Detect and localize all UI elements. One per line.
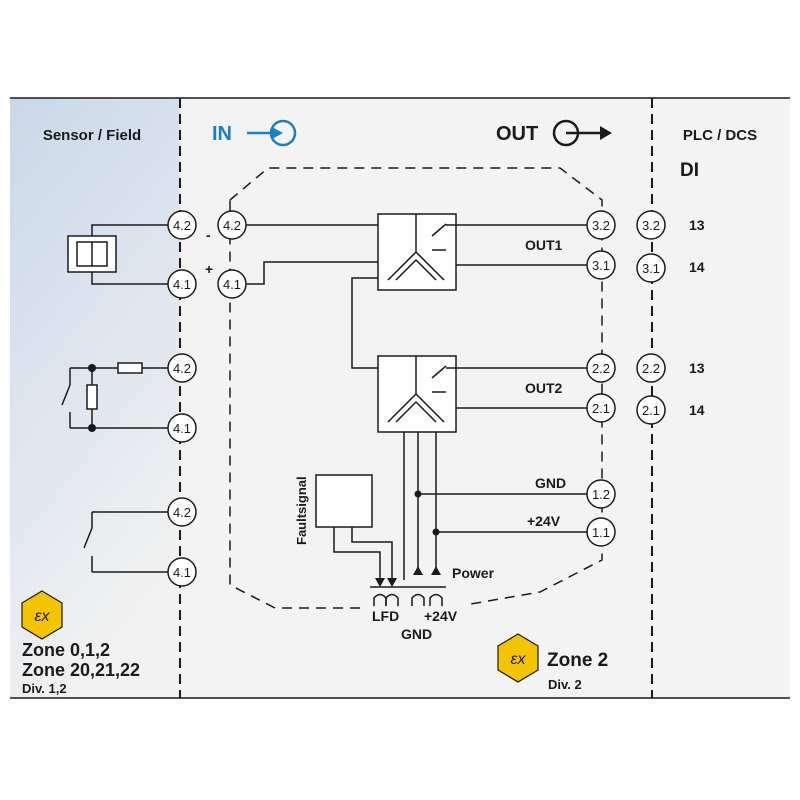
fault-wire-1 [333, 527, 381, 578]
svg-text:3.2: 3.2 [642, 218, 660, 233]
input-wire-plus [246, 261, 378, 285]
svg-text:2.1: 2.1 [592, 401, 610, 416]
plc-di-label: DI [680, 160, 699, 181]
plc-terminal[interactable]: 2.2 [636, 353, 666, 383]
svg-text:4.2: 4.2 [223, 218, 241, 233]
junction-dot [88, 364, 96, 372]
field-header: Sensor / Field [43, 127, 141, 144]
svg-text:4.1: 4.1 [223, 277, 241, 292]
svg-text:2.2: 2.2 [592, 361, 610, 376]
svg-text:3.1: 3.1 [642, 261, 660, 276]
svg-text:4.2: 4.2 [173, 218, 191, 233]
field-terminal[interactable]: 4.2 [167, 497, 197, 527]
out1-terminal[interactable]: 3.2 [586, 210, 616, 240]
svg-text:4.2: 4.2 [173, 505, 191, 520]
bus-gnd-label: GND [401, 626, 432, 642]
field-terminal[interactable]: 4.2 [167, 210, 197, 240]
arrow-up-icon [431, 566, 441, 575]
arrow-up-icon [413, 566, 423, 575]
plc-terminal[interactable]: 3.1 [636, 253, 666, 283]
out2-terminal[interactable]: 2.2 [586, 353, 616, 383]
relay-amplifier-block-2 [377, 355, 457, 433]
out-label: OUT [496, 123, 538, 145]
field-terminal[interactable]: 4.1 [167, 269, 197, 299]
faultsignal-box [315, 474, 373, 528]
gnd-label: GND [535, 475, 566, 491]
lfd-label: LFD [372, 608, 399, 624]
out1-label: OUT1 [525, 237, 563, 253]
input-minus-sign: - [206, 227, 211, 243]
ex-hazard-icon: εx [497, 633, 539, 683]
in-label: IN [212, 123, 232, 145]
svg-text:4.2: 4.2 [173, 361, 191, 376]
simple-contact-circuit [83, 511, 168, 573]
field-zone-line2: Zone 20,21,22 [22, 660, 140, 680]
input-plus-sign: + [205, 261, 213, 277]
v24-label: +24V [527, 513, 561, 529]
junction-dot [88, 424, 96, 432]
v24-terminal[interactable]: 1.1 [586, 517, 616, 547]
relay-amplifier-block-1 [377, 213, 457, 291]
proximity-sensor-icon [67, 235, 117, 273]
module-housing-outline [229, 167, 603, 609]
field-div-label: Div. 1,2 [22, 681, 67, 696]
svg-text:4.1: 4.1 [173, 277, 191, 292]
svg-text:2.2: 2.2 [642, 361, 660, 376]
plc-terminal[interactable]: 3.2 [636, 210, 666, 240]
field-terminal[interactable]: 4.1 [167, 557, 197, 587]
fault-wire-2 [351, 527, 393, 578]
arrow-down-icon [375, 578, 385, 587]
ex-hazard-icon: εx [21, 590, 63, 640]
out2-terminal[interactable]: 2.1 [586, 393, 616, 423]
svg-text:εx: εx [34, 608, 50, 625]
module-zone-label: Zone 2 [547, 650, 608, 671]
svg-text:1.1: 1.1 [592, 525, 610, 540]
plc-header: PLC / DCS [683, 127, 757, 144]
out-arrow-icon [552, 119, 612, 147]
field-terminal[interactable]: 4.2 [167, 353, 197, 383]
svg-text:4.1: 4.1 [173, 565, 191, 580]
out1-terminal[interactable]: 3.1 [586, 250, 616, 280]
plc-pin-number: 13 [689, 360, 705, 376]
module-input-terminal[interactable]: 4.1 [217, 269, 247, 299]
in-arrow-icon [247, 119, 297, 147]
out2-label: OUT2 [525, 380, 563, 396]
arrow-down-icon [387, 578, 397, 587]
sensor1-wire-top [91, 224, 168, 236]
svg-text:2.1: 2.1 [642, 403, 660, 418]
module-div-label: Div. 2 [548, 677, 582, 692]
channel-link-wire [351, 277, 378, 369]
field-zone-line1: Zone 0,1,2 [22, 640, 110, 660]
field-terminal[interactable]: 4.1 [167, 413, 197, 443]
sensor1-wire-bottom [91, 272, 168, 285]
svg-text:1.2: 1.2 [592, 487, 610, 502]
svg-text:εx: εx [510, 651, 526, 668]
module-input-terminal[interactable]: 4.2 [217, 210, 247, 240]
gnd-terminal[interactable]: 1.2 [586, 479, 616, 509]
bus-connector [370, 586, 446, 606]
plc-pin-number: 14 [689, 402, 705, 418]
plc-pin-number: 14 [689, 259, 705, 275]
plc-pin-number: 13 [689, 217, 705, 233]
bus-v24-label: +24V [424, 608, 458, 624]
svg-text:3.2: 3.2 [592, 218, 610, 233]
svg-text:3.1: 3.1 [592, 258, 610, 273]
plc-zone-background [652, 98, 790, 698]
svg-text:4.1: 4.1 [173, 421, 191, 436]
faultsignal-label: Faultsignal [294, 476, 309, 545]
power-label: Power [452, 565, 495, 581]
plc-terminal[interactable]: 2.1 [636, 395, 666, 425]
